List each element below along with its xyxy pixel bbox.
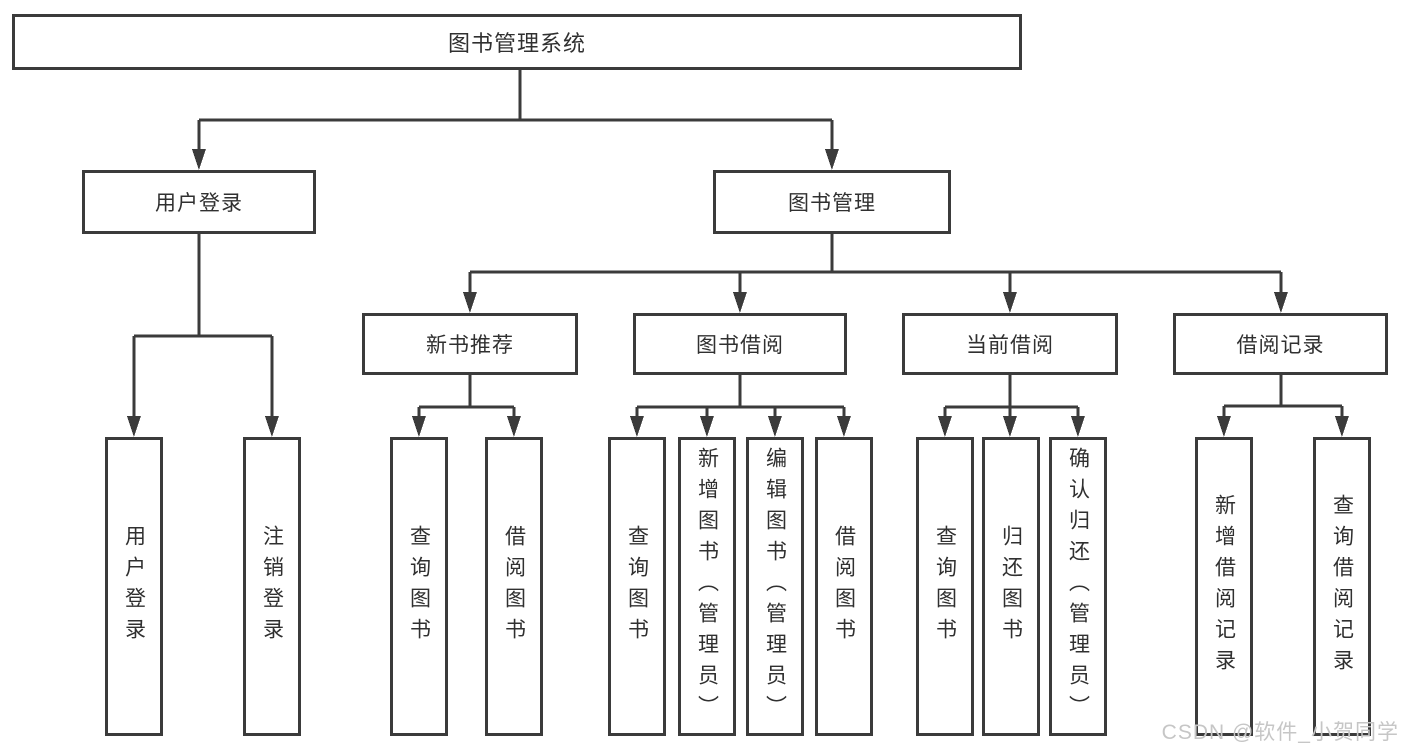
node-user-login-action: 用户登录	[105, 437, 163, 736]
arrowhead	[938, 416, 952, 437]
arrowhead	[1071, 416, 1085, 437]
node-label: 新增借阅记录	[1212, 493, 1236, 680]
node-label: 图书借阅	[696, 334, 784, 357]
node-add-books-admin: 新增图书（管理员）	[678, 437, 736, 736]
arrowhead	[825, 149, 839, 170]
node-confirm-return-admin: 确认归还（管理员）	[1049, 437, 1107, 736]
arrowhead	[733, 292, 747, 313]
arrowhead	[412, 416, 426, 437]
arrowhead	[1003, 416, 1017, 437]
arrowhead	[463, 292, 477, 313]
node-current-borrow: 当前借阅	[902, 313, 1118, 375]
node-return-books: 归还图书	[982, 437, 1040, 736]
arrowhead	[265, 416, 279, 437]
node-label: 归还图书	[999, 524, 1023, 649]
node-borrow-records: 借阅记录	[1173, 313, 1388, 375]
node-label: 查询图书	[933, 524, 957, 649]
arrowhead	[1335, 416, 1349, 437]
connector-root-to-children	[192, 70, 839, 170]
node-label: 查询图书	[625, 524, 649, 649]
node-label: 确认归还（管理员）	[1066, 447, 1090, 726]
arrowhead	[768, 416, 782, 437]
node-newbook-borrow-books: 借阅图书	[485, 437, 543, 736]
node-label: 图书管理	[788, 192, 876, 215]
connector-book-management-to-children	[463, 234, 1288, 313]
node-current-query-books: 查询图书	[916, 437, 974, 736]
arrowhead	[192, 149, 206, 170]
node-user-login: 用户登录	[82, 170, 316, 234]
node-label: 新书推荐	[426, 334, 514, 357]
node-label: 借阅记录	[1236, 334, 1325, 357]
node-label: 用户登录	[122, 524, 146, 649]
arrowhead	[700, 416, 714, 437]
node-label: 借阅图书	[832, 524, 856, 649]
watermark: CSDN @软件_小贺同学	[1161, 721, 1399, 744]
node-library-management-system: 图书管理系统	[12, 14, 1022, 70]
node-label: 借阅图书	[502, 524, 526, 649]
node-label: 图书管理系统	[447, 31, 586, 56]
node-label: 查询图书	[407, 524, 431, 649]
arrowhead	[127, 416, 141, 437]
node-borrow-query-books: 查询图书	[608, 437, 666, 736]
connector-new-book-recommend-to-children	[412, 375, 521, 437]
node-label: 注销登录	[260, 524, 284, 649]
connector-borrow-records-to-children	[1217, 375, 1349, 437]
node-query-borrow-record: 查询借阅记录	[1313, 437, 1371, 736]
node-edit-books-admin: 编辑图书（管理员）	[746, 437, 804, 736]
connector-user-login-to-children	[127, 234, 279, 437]
node-label: 新增图书（管理员）	[695, 447, 719, 726]
node-book-management: 图书管理	[713, 170, 951, 234]
node-add-borrow-record: 新增借阅记录	[1195, 437, 1253, 736]
arrowhead	[837, 416, 851, 437]
node-label: 当前借阅	[966, 334, 1054, 357]
node-newbook-query-books: 查询图书	[390, 437, 448, 736]
arrowhead	[630, 416, 644, 437]
arrowhead	[1003, 292, 1017, 313]
node-logout: 注销登录	[243, 437, 301, 736]
node-book-borrow: 图书借阅	[633, 313, 847, 375]
node-label: 编辑图书（管理员）	[763, 447, 787, 726]
arrowhead	[1217, 416, 1231, 437]
arrowhead	[507, 416, 521, 437]
node-label: 用户登录	[155, 192, 243, 215]
connector-current-borrow-to-children	[938, 375, 1085, 437]
node-new-book-recommend: 新书推荐	[362, 313, 578, 375]
arrowhead	[1274, 292, 1288, 313]
node-borrow-books: 借阅图书	[815, 437, 873, 736]
connector-book-borrow-to-children	[630, 375, 851, 437]
node-label: 查询借阅记录	[1330, 493, 1354, 680]
